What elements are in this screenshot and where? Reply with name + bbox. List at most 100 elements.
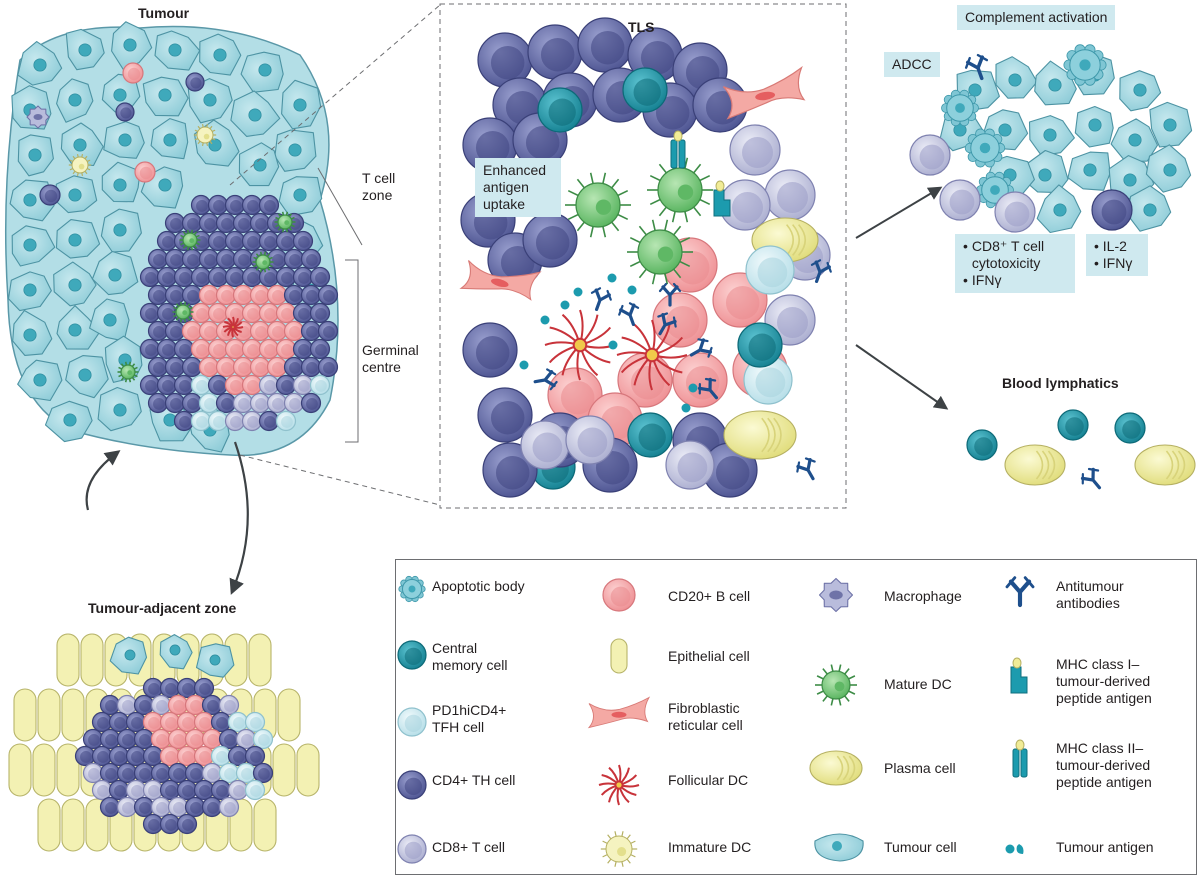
cd4-cell — [156, 374, 178, 396]
b-cell — [176, 745, 198, 767]
b-cell — [275, 338, 297, 360]
b-cell — [241, 338, 263, 360]
tumour-antigen — [573, 287, 583, 297]
zoom-line-bottom — [239, 454, 441, 506]
tumour-cell — [274, 129, 317, 172]
legend-central-memory: Central memory cell — [432, 640, 508, 673]
plasma-cell — [809, 750, 863, 786]
b-cell — [122, 62, 144, 84]
legend-icons — [397, 575, 1035, 867]
antibody — [1080, 467, 1102, 490]
cm-cell — [537, 87, 583, 133]
cd4-cell — [133, 796, 155, 818]
cd4-cell — [181, 284, 203, 306]
cd4-cell — [477, 32, 533, 88]
cd4-cell — [82, 728, 104, 750]
cd4-cell — [133, 762, 155, 784]
cd8-cell — [125, 779, 147, 801]
zoom-line-top — [229, 4, 441, 186]
tfh-cell — [397, 707, 427, 737]
b-cell — [207, 302, 229, 324]
tumour-cell — [150, 118, 189, 160]
cd4-cell — [147, 356, 169, 378]
blood-lymphatics-cells — [966, 409, 1196, 490]
cd4-cell — [215, 248, 237, 270]
cd4-cell — [147, 320, 169, 342]
cd4-cell — [215, 212, 237, 234]
tumour-antigen-fragment — [1016, 844, 1024, 854]
cd4-cell — [258, 266, 280, 288]
b-cell — [215, 356, 237, 378]
plasma-cell — [1134, 444, 1196, 486]
epithelial-cell — [61, 688, 85, 742]
tumour-cell — [1149, 101, 1193, 148]
cd4-cell — [224, 194, 246, 216]
immature-dc — [68, 153, 92, 177]
cd8-cell — [258, 374, 280, 396]
immature-dc — [600, 831, 638, 867]
cd8-cell — [227, 779, 249, 801]
il2-bullet-2: • IFNγ — [1094, 255, 1133, 271]
antibody — [1005, 576, 1035, 608]
b-cell — [672, 352, 728, 408]
epithelial-cell — [32, 743, 56, 797]
mhc-class-2 — [1012, 739, 1028, 778]
il2-ifng-box: • IL-2 • IFNγ — [1086, 234, 1148, 276]
cd4-cell — [176, 677, 198, 699]
cm-cell — [397, 640, 427, 670]
cd4-cell — [185, 72, 205, 92]
b-cell — [167, 694, 189, 716]
tfh-cell — [190, 410, 212, 432]
tumour-antigen — [688, 383, 698, 393]
il2-bullet-1: • IL-2 — [1094, 238, 1127, 254]
cm-cell — [737, 322, 783, 368]
cd8-cell — [150, 694, 172, 716]
cd4-cell — [156, 302, 178, 324]
epithelial-cell — [56, 743, 80, 797]
cd4-cell — [181, 248, 203, 270]
cd4-cell — [300, 356, 322, 378]
t-cell-zone-label: T cell zone — [362, 170, 396, 203]
legend-epithelial: Epithelial cell — [668, 648, 750, 664]
antibody — [697, 377, 719, 400]
cd4-cell — [108, 711, 130, 733]
cd4-cell — [210, 711, 232, 733]
cd4-cell — [462, 322, 518, 378]
antibody — [618, 302, 640, 326]
cd8-bullet-1: •CD8⁺ T cell cytotoxicity — [963, 238, 1067, 272]
b-cell — [215, 284, 237, 306]
epithelial-cell — [296, 743, 320, 797]
cd4-cell — [207, 266, 229, 288]
cd4-cell — [190, 266, 212, 288]
cd8-cell — [994, 191, 1036, 233]
cd4-cell — [527, 24, 583, 80]
b-cell — [198, 284, 220, 306]
cd8-cell — [665, 440, 715, 490]
legend-apoptotic: Apoptotic body — [432, 578, 525, 594]
legend-antibodies: Antitumour antibodies — [1056, 578, 1124, 611]
cd4-cell — [99, 694, 121, 716]
epithelial-cell — [37, 798, 61, 852]
tumour-antigen — [1005, 844, 1015, 854]
tumour-cell — [60, 122, 104, 167]
b-cell — [190, 302, 212, 324]
cd8-cytotoxicity-box: •CD8⁺ T cell cytotoxicity •IFNγ — [955, 234, 1075, 293]
germinal-centre-cluster — [117, 194, 339, 432]
cd4-cell — [184, 762, 206, 784]
antibody — [657, 312, 677, 336]
cd4-cell — [577, 17, 633, 73]
cd8-bullet-1-text: CD8⁺ T cell cytotoxicity — [971, 238, 1045, 271]
tfh-cell — [218, 762, 240, 784]
tumour-cell — [1036, 184, 1082, 234]
cd4-cell — [173, 374, 195, 396]
b-cell — [617, 352, 673, 408]
cd8-cell — [241, 410, 263, 432]
b-cell — [602, 578, 636, 612]
cd4-cell — [283, 356, 305, 378]
cd4-cell — [198, 212, 220, 234]
b-cell — [283, 320, 305, 342]
tumour-cell — [1028, 115, 1075, 157]
tumour-cell — [101, 161, 141, 203]
fibroblastic-reticular-cell — [722, 65, 806, 120]
b-cell — [184, 694, 206, 716]
